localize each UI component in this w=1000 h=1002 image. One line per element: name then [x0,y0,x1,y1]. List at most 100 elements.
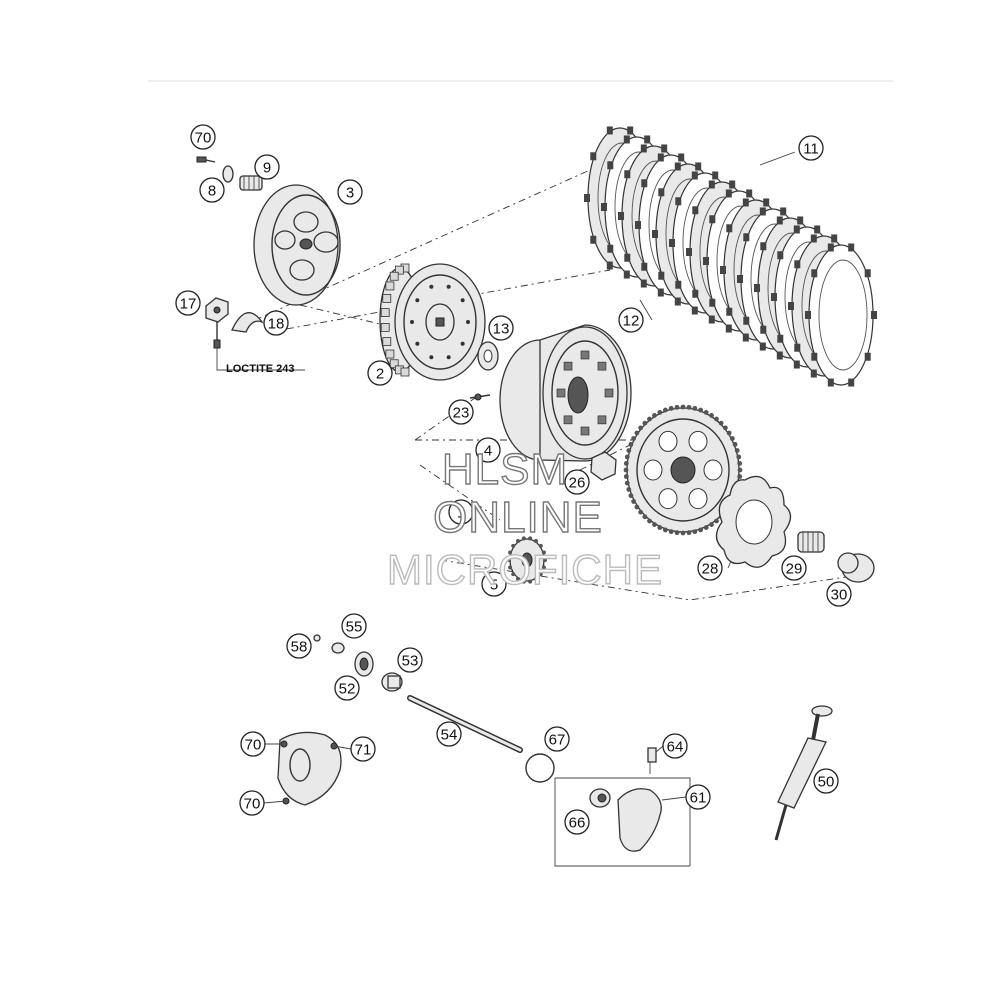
small-gear-tooth [534,577,538,582]
callout-label: 2 [376,366,384,383]
callout-circle [544,726,570,752]
plate-tab [831,234,838,243]
plate-tab [691,306,698,315]
callout-circle [199,177,225,203]
gear-hole [643,459,663,481]
plate-tab [827,243,834,252]
callout-p3: 3 [337,179,363,205]
gear-tooth [628,441,634,447]
plate-tab [624,253,631,262]
plate-tab [763,198,770,207]
callout-circle [662,733,688,759]
callout-circle [813,768,839,794]
callout-circle [175,290,201,316]
ball-part-58 [313,634,321,642]
callout-p66: 66 [564,809,590,835]
gear-tooth [692,529,698,535]
slave-cover-part-71 [277,731,342,806]
hub-tooth [380,323,390,332]
callout-label: 50 [818,774,835,791]
plate-tab [590,235,597,244]
plate-tab [695,162,702,171]
plate-tab [729,180,736,189]
callout-circle [436,721,462,747]
gear-tooth [686,530,692,536]
basket-slot [597,415,607,425]
slave-cylinder-group-part-61 [554,777,691,867]
callout-circle [397,647,423,673]
gear-tooth [692,405,698,411]
gear-tooth [698,527,704,533]
small-gear-tooth [528,536,533,541]
plate-tab [814,225,821,234]
gear-tooth [718,420,724,426]
bushing-part-30 [837,552,875,583]
gear-tooth [714,518,719,524]
small-gear-tooth [538,572,543,577]
callout-label: 23 [453,405,470,422]
callout-circle [564,809,590,835]
callout-label: 64 [667,739,684,756]
clutch-plate-stack-parts-11-12 [584,126,877,387]
plate-tab [743,316,750,325]
plate-inner-ring [818,259,868,371]
callout-leader-p71 [333,745,352,750]
gear-tooth [674,404,680,410]
callout-circle [448,499,474,525]
callout-circle [367,360,393,386]
plate-tab [754,284,760,292]
hub-bolt-hole [460,298,465,303]
gear-tooth [638,425,644,431]
callout-label: 70 [244,796,261,813]
plate-tab [661,144,668,153]
plate-tab [590,152,597,161]
plate-tab [627,126,634,135]
hub-bolt-hole [429,355,434,360]
basket-slot [597,361,607,371]
plate-tab [657,153,664,162]
callout-label: 53 [402,653,419,670]
plate-tab [606,126,613,135]
plate-tab [658,271,665,280]
primary-gear-part-1 [623,404,743,536]
plate-tab [674,297,681,306]
plate-tab [623,135,630,144]
callout-label: 9 [263,160,271,177]
gear-tooth [703,525,709,530]
plate-tab [708,180,715,189]
basket-slot [563,361,573,371]
watermark: HLSM ONLINE MICROFICHE [386,444,662,593]
basket-slot [580,426,590,436]
gear-tooth [714,416,719,422]
gear-tooth [652,522,657,527]
gear-tooth [726,430,732,436]
callout-label: 71 [355,742,372,759]
plate-tab [793,360,800,369]
callout-circle [350,736,376,762]
bearing-part-52 [354,651,374,677]
gear-tooth [626,448,632,453]
plate-tab [606,261,613,270]
pressure-plate-part-3 [253,184,341,306]
bleed-screw-part-64 [647,747,657,774]
gear-tooth [657,410,663,415]
callout-p70b: 70 [240,731,284,757]
washer-part-13-hole [483,349,493,363]
gear-tooth [647,518,652,524]
callout-p9: 9 [254,154,280,180]
small-gear-tooth [516,577,520,582]
plate-tab [584,194,590,202]
hub-tooth [385,349,395,359]
gear-tooth [703,410,709,415]
hub-bolt-hole [466,320,470,324]
plate-tab [771,293,777,301]
callout-leader-p64 [655,745,664,753]
plate-tab [760,242,767,251]
callout-label: 1 [457,505,465,522]
callout-circle [488,315,514,341]
plate-tab [712,171,719,180]
gear-tooth [737,461,743,466]
callout-p23: 23 [448,399,474,425]
gear-hole [658,488,678,510]
